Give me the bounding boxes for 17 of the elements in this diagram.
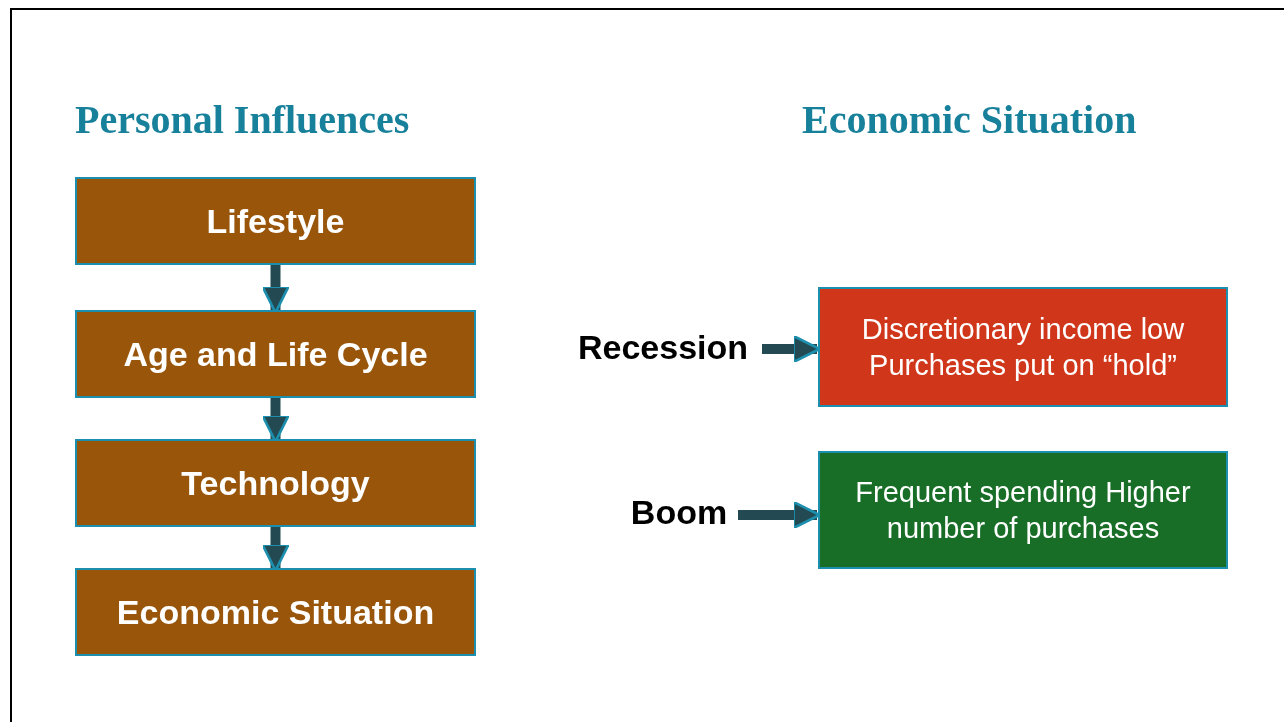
node-text: Recession (576, 326, 750, 368)
node-text: Boom (629, 491, 729, 533)
node-text: Discretionary income low (860, 311, 1186, 347)
process-box (75, 177, 476, 265)
node-text: Frequent spending Higher number of purchases (854, 474, 1192, 546)
process-box (75, 568, 476, 656)
node-text: Economic Situation (115, 591, 436, 633)
node-text: Technology (180, 462, 371, 504)
node-text: Age and Life Cycle (122, 333, 429, 375)
section-heading: Personal Influences (75, 96, 410, 143)
node-text: Purchases put on “hold” (868, 348, 1178, 383)
process-box (75, 439, 476, 527)
process-box (818, 287, 1228, 407)
process-box (818, 451, 1228, 569)
process-box (75, 310, 476, 398)
section-heading: Economic Situation (802, 96, 1137, 143)
node-text: Lifestyle (205, 200, 346, 242)
